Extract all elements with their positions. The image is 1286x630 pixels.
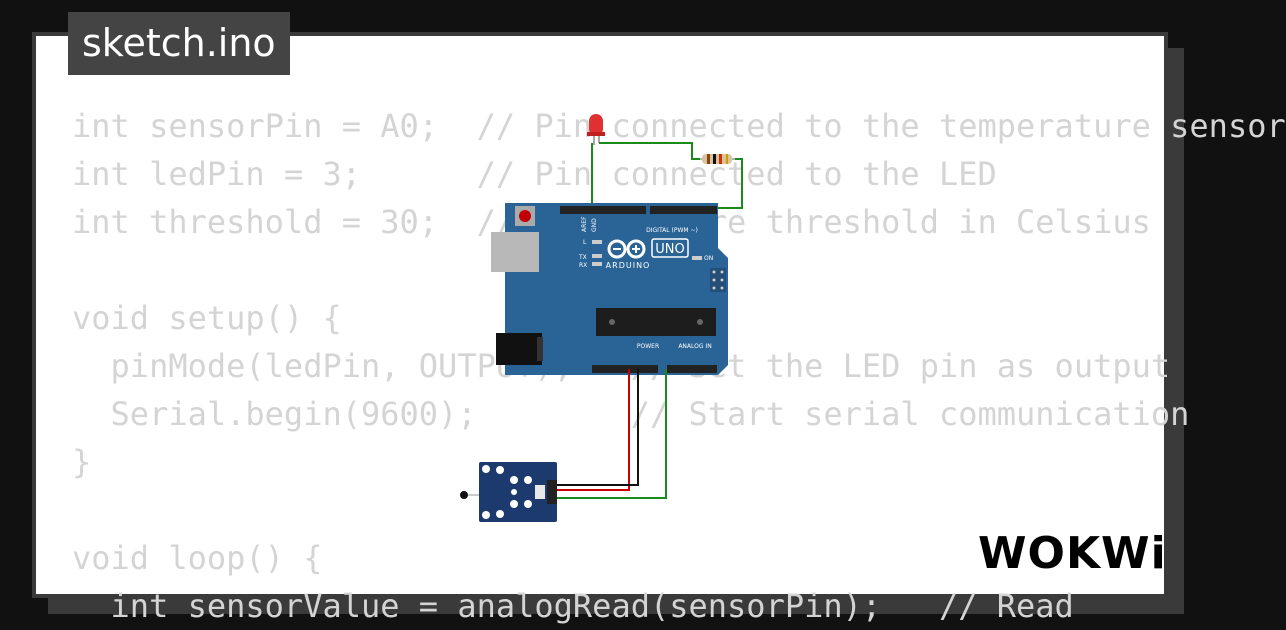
power-label: POWER xyxy=(637,343,659,350)
arduino-logo xyxy=(607,239,646,259)
code-line: void setup() { xyxy=(72,299,342,337)
arduino-board: UNO ARDUINO DIGITAL (PWM ~) POWER ANALOG… xyxy=(491,203,728,375)
wire-sensor-5v xyxy=(557,369,630,491)
board-brand: ARDUINO xyxy=(606,261,651,270)
code-line: int sensorPin = A0; // Pin connected to … xyxy=(72,107,1286,145)
temperature-sensor-module xyxy=(460,462,557,522)
code-line: pinMode(ledPin, OUTPUT); // Set the LED … xyxy=(110,347,1171,385)
sketch-title: sketch.ino xyxy=(68,12,290,75)
wokwi-logo-text: WOKWi xyxy=(978,528,1167,579)
analog-label: ANALOG IN xyxy=(678,343,711,350)
l-label: L xyxy=(583,239,587,246)
rx-label: RX xyxy=(579,262,587,269)
wire-sensor-a0 xyxy=(557,369,667,499)
wire-led-resistor xyxy=(599,142,700,160)
resistor xyxy=(692,154,742,164)
gnd-label: GND xyxy=(591,218,598,232)
tx-label: TX xyxy=(578,254,587,261)
code-line: } xyxy=(72,443,92,481)
code-line: Serial.begin(9600); // Start serial comm… xyxy=(72,395,1190,433)
wire-sensor-gnd xyxy=(557,369,639,486)
code-line: int sensorValue = analogRead(sensorPin);… xyxy=(72,587,1074,625)
circuit-diagram: UNO ARDUINO DIGITAL (PWM ~) POWER ANALOG… xyxy=(460,114,743,522)
wire-resistor-pin3 xyxy=(700,158,743,209)
red-led xyxy=(587,114,605,145)
code-block: int sensorPin = A0; // Pin connected to … xyxy=(72,102,1286,625)
board-model: UNO xyxy=(655,242,684,257)
digital-label: DIGITAL (PWM ~) xyxy=(646,227,698,234)
wokwi-logo: WOKWi xyxy=(978,528,1166,579)
code-line: void loop() { xyxy=(72,539,323,577)
on-label: ON xyxy=(704,255,713,262)
aref-label: AREF xyxy=(581,216,588,232)
code-line: int ledPin = 3; // Pin connected to the … xyxy=(72,155,997,193)
